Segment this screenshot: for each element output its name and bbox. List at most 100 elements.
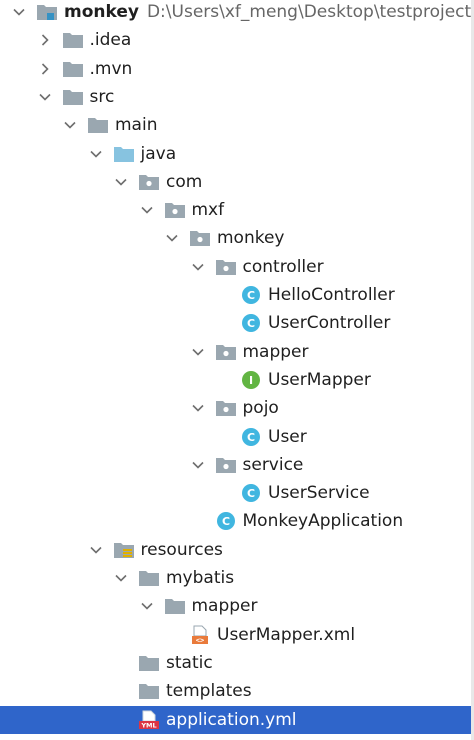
tree-item-monkey[interactable]: monkey: [0, 224, 474, 252]
chevron-down-icon[interactable]: [163, 229, 181, 247]
class-icon: C: [240, 313, 262, 333]
vertical-scrollbar[interactable]: [471, 0, 474, 740]
folder-icon: [164, 596, 186, 616]
chevron-down-icon[interactable]: [138, 597, 156, 615]
chevron-down-icon[interactable]: [112, 569, 130, 587]
tree-item-hellocontroller[interactable]: C HelloController: [0, 281, 474, 309]
project-path: D:\Users\xf_meng\Desktop\testproject\jav…: [146, 2, 474, 22]
tree-item-label: templates: [166, 681, 252, 702]
class-icon: C: [240, 427, 262, 447]
chevron-right-icon[interactable]: [36, 31, 54, 49]
chevron-down-icon[interactable]: [189, 343, 207, 361]
package-icon: [215, 398, 237, 418]
chevron-down-icon[interactable]: [112, 173, 130, 191]
folder-icon: [62, 59, 84, 79]
chevron-right-icon[interactable]: [36, 60, 54, 78]
svg-text:YML: YML: [140, 721, 156, 729]
package-icon: [164, 200, 186, 220]
package-icon: [215, 455, 237, 475]
tree-item-usermapper-xml[interactable]: <> UserMapper.xml: [0, 621, 474, 649]
package-icon: [215, 257, 237, 277]
tree-item-userservice[interactable]: C UserService: [0, 479, 474, 507]
tree-item-label: monkey: [64, 2, 139, 22]
class-icon: C: [240, 285, 262, 305]
folder-icon: [138, 681, 160, 701]
folder-icon: [138, 568, 160, 588]
tree-item-usermapper[interactable]: I UserMapper: [0, 366, 474, 394]
tree-item-label: controller: [242, 256, 324, 277]
package-icon: [189, 228, 211, 248]
tree-item-static[interactable]: static: [0, 649, 474, 677]
interface-icon: I: [240, 370, 262, 390]
folder-icon: [62, 30, 84, 50]
tree-item-label: UserMapper.xml: [217, 624, 356, 645]
tree-item-main[interactable]: main: [0, 111, 474, 139]
svg-text:C: C: [247, 289, 255, 302]
chevron-down-icon[interactable]: [36, 88, 54, 106]
svg-text:C: C: [221, 516, 229, 529]
project-module-icon: [36, 2, 58, 22]
tree-item-monkey[interactable]: monkey D:\Users\xf_meng\Desktop\testproje…: [0, 0, 474, 26]
chevron-down-icon[interactable]: [87, 145, 105, 163]
resources-folder-icon: [113, 540, 135, 560]
tree-item-label: UserController: [268, 313, 391, 334]
svg-text:I: I: [249, 374, 253, 387]
tree-item-label: java: [140, 143, 177, 164]
chevron-down-icon[interactable]: [189, 258, 207, 276]
tree-item-label: .mvn: [89, 58, 133, 79]
tree-item-label: .idea: [89, 30, 132, 51]
chevron-down-icon[interactable]: [189, 399, 207, 417]
svg-text:C: C: [247, 431, 255, 444]
chevron-down-icon[interactable]: [61, 116, 79, 134]
package-icon: [138, 172, 160, 192]
chevron-down-icon[interactable]: [189, 456, 207, 474]
tree-item-application-yml[interactable]: YML application.yml: [0, 705, 474, 734]
yml-file-icon: YML: [138, 710, 160, 730]
chevron-down-icon[interactable]: [10, 3, 28, 21]
tree-item-service[interactable]: service: [0, 451, 474, 479]
svg-text:C: C: [247, 317, 255, 330]
chevron-down-icon[interactable]: [138, 201, 156, 219]
tree-item-label: src: [89, 86, 115, 107]
tree-item-templates[interactable]: templates: [0, 677, 474, 705]
tree-item-mapper[interactable]: mapper: [0, 338, 474, 366]
tree-item-label: User: [268, 426, 307, 447]
svg-text:C: C: [247, 487, 255, 500]
tree-item-label: UserService: [268, 483, 370, 504]
tree-item-mapper[interactable]: mapper: [0, 592, 474, 620]
package-icon: [215, 342, 237, 362]
tree-item-label: mxf: [191, 200, 225, 221]
xml-file-icon: <>: [189, 625, 211, 645]
folder-icon: [138, 653, 160, 673]
tree-item-label: mapper: [242, 341, 309, 362]
tree-item-resources[interactable]: resources: [0, 536, 474, 564]
tree-item-label: mapper: [191, 596, 258, 617]
tree-item-label: HelloController: [268, 285, 395, 305]
tree-item-label: service: [242, 454, 304, 475]
chevron-down-icon[interactable]: [87, 541, 105, 559]
class-icon: C: [215, 511, 237, 531]
tree-item-label: pojo: [242, 398, 279, 419]
tree-item-mxf[interactable]: mxf: [0, 196, 474, 224]
tree-item-monkeyapplication[interactable]: C MonkeyApplication: [0, 507, 474, 535]
folder-icon: [62, 87, 84, 107]
tree-item-usercontroller[interactable]: C UserController: [0, 309, 474, 337]
tree-item--idea[interactable]: .idea: [0, 26, 474, 54]
tree-item-label: UserMapper: [268, 369, 371, 390]
tree-item-controller[interactable]: controller: [0, 253, 474, 281]
svg-text:<>: <>: [196, 636, 204, 644]
source-folder-icon: [113, 144, 135, 164]
tree-item-label: static: [166, 652, 213, 673]
tree-item--mvn[interactable]: .mvn: [0, 55, 474, 83]
tree-item-com[interactable]: com: [0, 168, 474, 196]
tree-item-user[interactable]: C User: [0, 423, 474, 451]
tree-item-label: com: [166, 171, 203, 192]
tree-item-pojo[interactable]: pojo: [0, 394, 474, 422]
tree-item-label: application.yml: [166, 709, 297, 730]
tree-item-label: MonkeyApplication: [242, 511, 404, 532]
tree-item-label: resources: [140, 539, 223, 560]
tree-item-label: mybatis: [166, 568, 235, 588]
tree-item-mybatis[interactable]: mybatis: [0, 564, 474, 592]
tree-item-java[interactable]: java: [0, 140, 474, 168]
tree-item-src[interactable]: src: [0, 83, 474, 111]
